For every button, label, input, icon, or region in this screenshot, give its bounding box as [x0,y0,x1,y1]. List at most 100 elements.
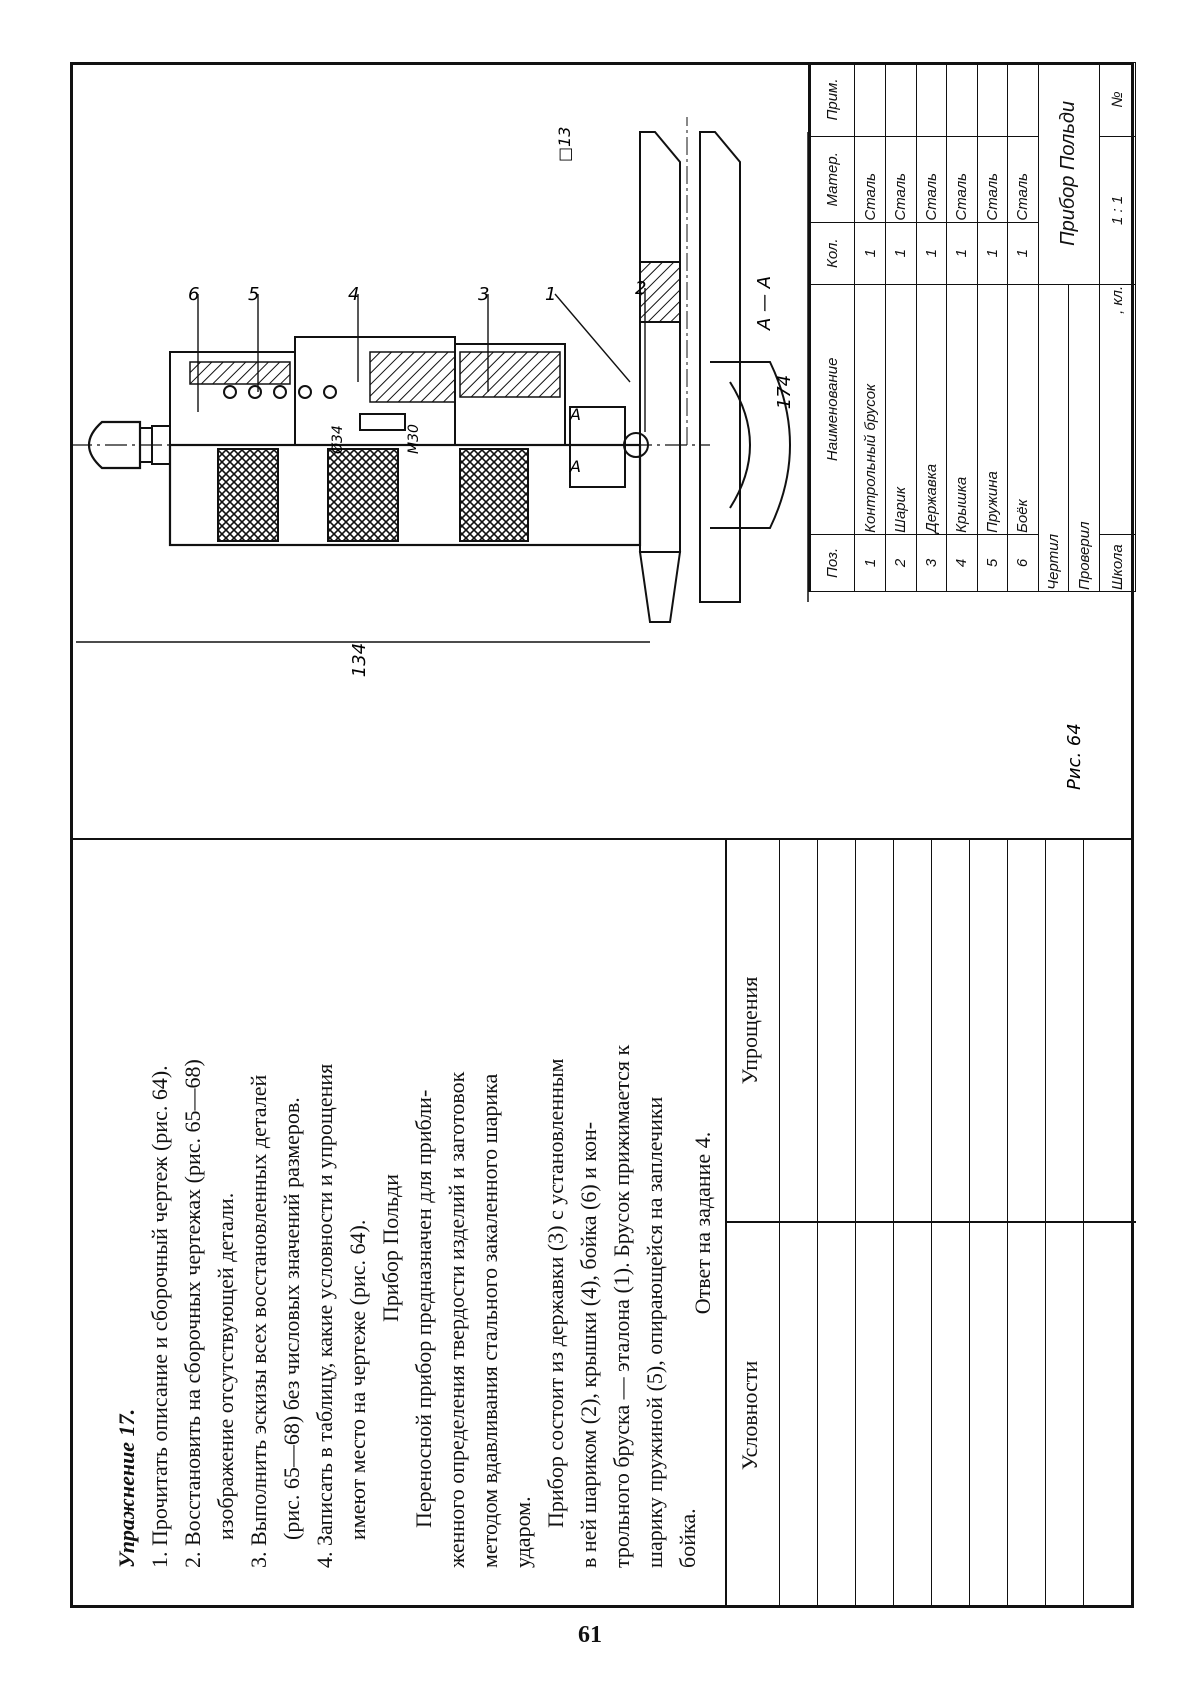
bom-header: Наименование [810,284,855,535]
spring [223,385,337,399]
answer-table: Условности Упрощения [725,838,1136,1608]
bom-cell: Сталь [1007,136,1039,223]
paragraph-line: трольного бруска — эталона (1). Брусок п… [609,1044,634,1568]
leader-6: 6 [188,284,199,305]
section-holder [710,361,791,529]
task-line: 2. Восстановить на сборочных чертежах (р… [180,1059,205,1568]
bom-cell: 2 [885,534,917,592]
bom-header: Кол. [810,222,855,285]
section-mark-a: A [569,405,581,424]
section-arc [729,381,751,509]
holder-hatch-2 [459,351,561,398]
paragraph-line: Переносной прибор предназначен для прибл… [411,1089,436,1528]
table-rule [969,838,970,1608]
table-rule [817,838,818,1608]
task-line: имеют место на чертеже (рис. 64). [345,1219,370,1540]
stamp-checked: Проверил [1068,284,1100,592]
bar-upper [639,131,681,263]
task-line: (рис. 65—68) без числовых значений разме… [279,1097,304,1540]
stamp-scale: 1 : 1 [1099,136,1136,285]
holder-body [454,343,566,446]
knurl-ring-3 [459,448,529,542]
paragraph-line: Прибор состоит из державки (3) с установ… [543,1058,568,1528]
dim-sq13: □13 [555,127,574,162]
dim-134: 134 [349,643,370,677]
bom-header: Матер. [810,136,855,223]
bom-cell: Державка [916,284,947,535]
bom-cell: Контрольный брусок [854,284,886,535]
stamp-school: Школа [1099,534,1136,592]
paragraph-line: шарику пружиной (5), опирающейся на запл… [642,1096,667,1568]
bom-cell: 4 [946,534,978,592]
bom-cell: 1 [977,222,1008,285]
task-line: 3. Выполнить эскизы всех восстановленных… [246,1074,271,1568]
bom-cell: 1 [916,222,947,285]
text-panel: Упражнение 17. 1. Прочитать описание и с… [70,838,1136,1608]
bom-cell: Сталь [916,136,947,223]
bom-cell: Пружина [977,284,1008,535]
dim-d34: Ø34 [330,425,346,455]
bom-cell [885,62,917,137]
leader-1: 1 [545,284,556,305]
leader-5: 5 [248,284,259,305]
table-rule [855,838,856,1608]
holder-hatch-1 [369,351,456,403]
stamp-num: № [1099,62,1136,137]
task-line: 1. Прочитать описание и сборочный чертеж… [147,1065,172,1568]
bom-cell: 1 [885,222,917,285]
dim-m30: M30 [406,424,422,454]
page-number: 61 [578,1622,602,1648]
bom-cell: Сталь [854,136,886,223]
leader-2: 2 [635,278,646,299]
figure-caption: Рис. 64 [1064,723,1085,790]
section-bar [699,131,741,603]
conditions-header: Условности [737,1360,762,1471]
assembly-drawing: 134 174 Ø34 M30 □13 6 5 4 3 1 2 A A A — … [70,117,1085,790]
bar-tip [638,551,682,623]
paragraph-line: в ней шариком (2), крышки (4), бойка (6)… [576,1121,601,1568]
table-rule [893,838,894,1608]
bom-cell: 1 [854,222,886,285]
striker-head [87,420,142,470]
table-rule [779,838,780,1608]
bom-cell [946,62,978,137]
exercise-text: Упражнение 17. 1. Прочитать описание и с… [110,928,704,1568]
bom-cell [916,62,947,137]
simplifications-header: Упрощения [737,976,762,1085]
column-divider [70,838,1134,840]
bom-header: Прим. [810,62,855,137]
table-rule [1007,838,1008,1608]
bom-cell: 3 [916,534,947,592]
bom-cell: 1 [1007,222,1039,285]
bom-cell [854,62,886,137]
knurl-ring-1 [217,448,279,542]
answer-title: Ответ на задание 4. [690,1131,715,1315]
bom-cell [977,62,1008,137]
bom-cell [1007,62,1039,137]
ball [623,432,649,458]
table-rule [1083,838,1084,1608]
bom-cell: Сталь [977,136,1008,223]
bom-cell: 1 [854,534,886,592]
leader-3: 3 [478,284,489,305]
leader-lines [197,288,646,432]
device-heading: Прибор Польди [378,1174,403,1322]
table-rule [1045,838,1046,1608]
paragraph-line: женного определения твердости изделий и … [444,1071,469,1568]
cap-hatch [189,361,291,385]
section-label: A — A [754,276,775,331]
task-line: 4. Записать в таблицу, какие условности … [312,1063,337,1568]
bom-cell: 1 [946,222,978,285]
exercise-title: Упражнение 17. [114,1408,139,1568]
section-mark-a: A [569,457,581,476]
paragraph-line: методом вдавливания стального закаленног… [477,1073,502,1568]
bom-cell: 6 [1007,534,1039,592]
stamp-class: , кл. [1099,284,1136,535]
stamp-drew: Чертил [1038,284,1069,592]
bar-section [639,261,681,323]
bom-cell: Боёк [1007,284,1039,535]
paragraph-line: ударом. [510,1496,535,1568]
stamp-title: Прибор Польди [1038,62,1100,285]
knurl-ring-2 [327,448,399,542]
